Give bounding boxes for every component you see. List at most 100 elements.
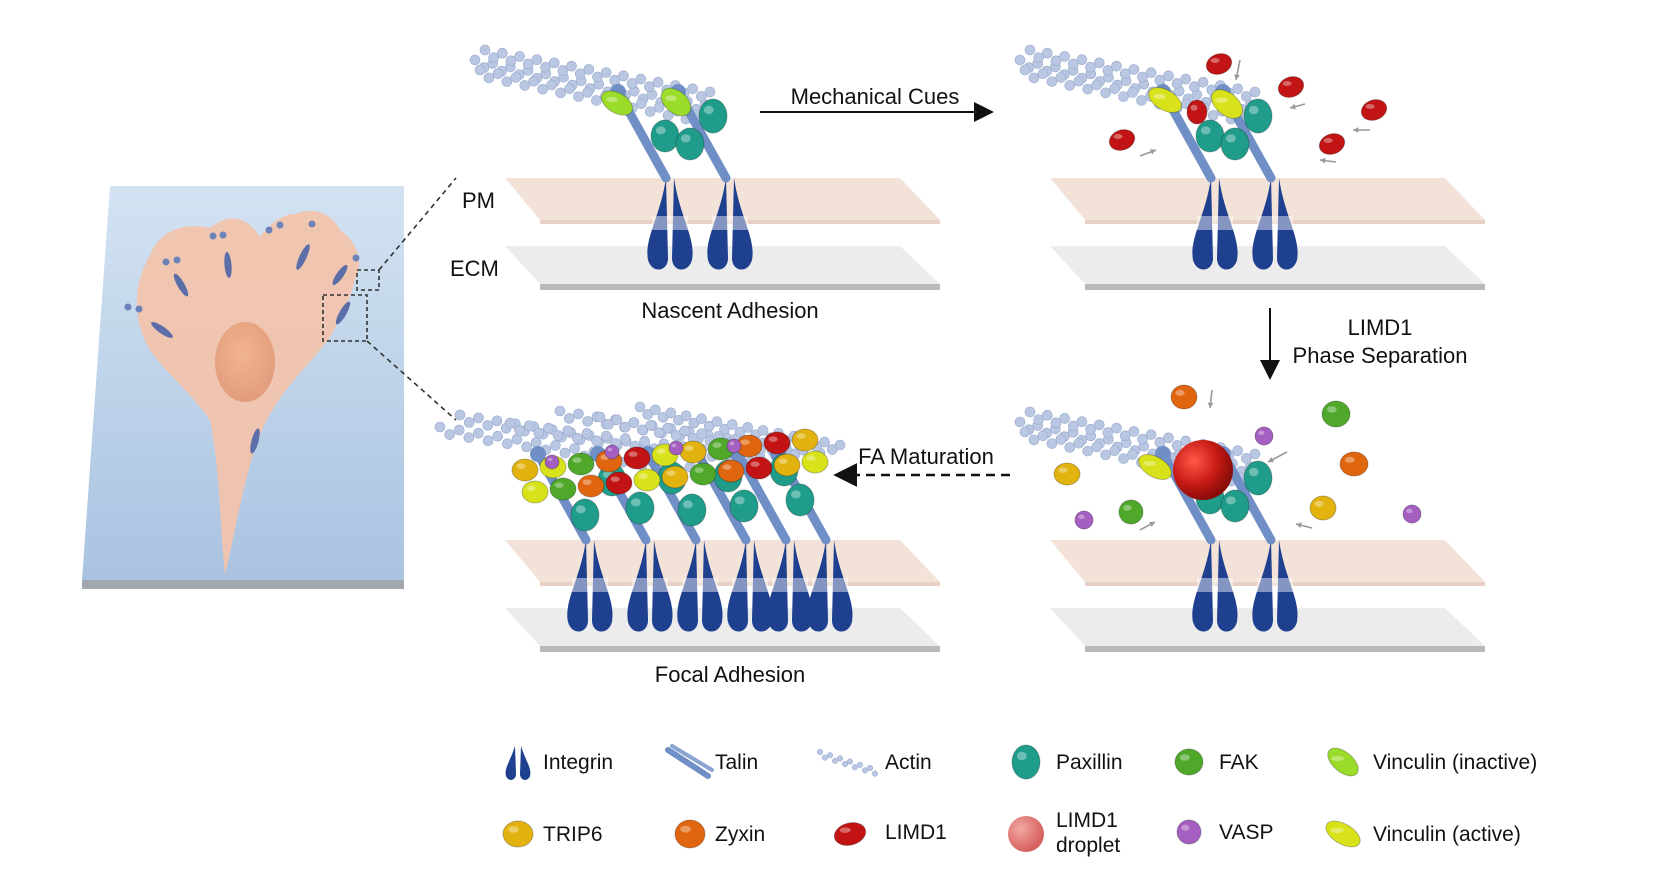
trip6 <box>1309 495 1337 521</box>
limd1-highlight <box>1113 134 1123 139</box>
label-fa-maturation: FA Maturation <box>858 444 994 469</box>
paxillin <box>1220 127 1250 161</box>
legend-icon-vasp <box>1176 819 1202 845</box>
fak-highlight <box>554 482 564 488</box>
vasp <box>1402 504 1422 524</box>
limd1 <box>605 471 633 495</box>
vinculin-inactive-highlight <box>664 95 677 101</box>
motion-arrowhead <box>1207 402 1214 408</box>
trip6 <box>661 465 689 489</box>
zyxin-highlight <box>1344 456 1355 463</box>
ecm-edge <box>1085 646 1485 652</box>
paxillin <box>1220 489 1250 523</box>
panel-mechanical-cues <box>1014 44 1485 290</box>
vinculin-active-highlight <box>656 448 666 454</box>
limd1-highlight <box>628 451 638 457</box>
motion-arrowhead <box>1234 74 1240 80</box>
fak <box>567 452 595 476</box>
legend-icon-paxillin-shape <box>1011 744 1041 780</box>
paxillin-highlight <box>703 105 714 115</box>
legend-icon-vinculin-active-shape-highlight <box>1330 828 1344 833</box>
trip6-highlight <box>666 470 676 476</box>
legend-icon-zyxin-shape-highlight <box>680 825 691 833</box>
ecm-layer <box>505 608 940 646</box>
actin-filament <box>479 44 716 102</box>
legend-icon-vinculin-inactive-shape-highlight <box>1331 756 1344 761</box>
talin-head <box>530 446 546 462</box>
zyxin-highlight <box>582 479 592 485</box>
vasp-highlight <box>729 441 735 446</box>
actin-filament <box>1024 44 1261 102</box>
paxillin <box>1195 119 1225 153</box>
legend-label-limd1: LIMD1 <box>885 821 947 844</box>
ecm-edge <box>540 284 940 290</box>
limd1-highlight <box>1282 81 1292 86</box>
limd1-highlight <box>610 476 620 482</box>
motion-arrowhead <box>1353 127 1359 133</box>
paxillin <box>675 127 705 161</box>
trip6-highlight <box>796 433 806 439</box>
talin <box>643 449 701 545</box>
paxillin <box>650 119 680 153</box>
motion-arrowhead <box>1150 149 1156 155</box>
paxillin <box>729 489 759 523</box>
label-limd1-phase-separation: LIMD1 Phase Separation <box>1280 314 1480 370</box>
legend-icon-limd1-shape-highlight <box>839 827 851 833</box>
cell-adhesion-dots <box>124 220 360 313</box>
talin <box>733 449 791 545</box>
legend-icon-zyxin <box>674 819 706 849</box>
zyxin <box>1170 384 1198 410</box>
vinculin-active <box>521 480 549 504</box>
zoom-line-bottom <box>366 340 457 421</box>
legend-icon-zyxin-shape <box>674 819 706 849</box>
paxillin <box>1243 98 1273 134</box>
trip6-highlight <box>684 445 694 451</box>
limd1 <box>1108 129 1136 151</box>
fak <box>1118 499 1144 525</box>
legend-label-integrin: Integrin <box>543 751 614 774</box>
legend-icon-limd1 <box>833 822 867 846</box>
fak-highlight <box>712 442 722 448</box>
zyxin <box>717 459 745 483</box>
motion-arrowhead <box>1268 457 1274 463</box>
vinculin-inactive <box>660 87 692 117</box>
paxillin <box>785 483 815 517</box>
legend-label-paxillin: Paxillin <box>1056 751 1123 774</box>
vinculin-active <box>1148 87 1182 113</box>
limd1 <box>1205 53 1233 75</box>
plasma-membrane <box>505 540 940 582</box>
fak-highlight <box>1326 406 1337 413</box>
integrin <box>1192 178 1238 270</box>
legend-icon-trip6 <box>502 820 534 848</box>
legend-icon-fak <box>1174 748 1204 776</box>
limd1 <box>623 446 651 470</box>
paxillin <box>570 498 600 532</box>
limd1-highlight <box>1210 58 1220 63</box>
limd1 <box>1318 133 1346 155</box>
label-focal-adhesion: Focal Adhesion <box>654 662 806 687</box>
legend-label-vinculin-active: Vinculin (active) <box>1373 823 1521 846</box>
legend-label-talin: Talin <box>715 751 759 774</box>
panel-phase-separation <box>1014 384 1485 652</box>
vinculin-inactive <box>600 90 634 116</box>
legend-icon-fak-shape <box>1174 748 1204 776</box>
zoom-line-top <box>378 177 457 271</box>
legend-icon-trip6-shape <box>502 820 534 848</box>
legend-label-trip6: TRIP6 <box>543 823 603 846</box>
integrin <box>727 540 773 632</box>
paxillin-highlight <box>1225 496 1236 505</box>
vinculin-active-highlight <box>1153 94 1166 99</box>
ecm-edge <box>1085 284 1485 290</box>
vasp <box>726 438 742 454</box>
paxillin <box>677 493 707 527</box>
label-nascent-adhesion: Nascent Adhesion <box>641 298 819 323</box>
ecm-edge <box>540 646 940 652</box>
vinculin-active-highlight <box>806 455 816 461</box>
vasp-highlight <box>1258 430 1265 436</box>
zoom-box-small <box>356 269 380 291</box>
vasp-highlight <box>607 447 613 452</box>
vasp-highlight <box>547 457 553 462</box>
zyxin <box>1339 451 1369 477</box>
trip6 <box>511 458 539 482</box>
paxillin-highlight <box>1248 105 1259 115</box>
